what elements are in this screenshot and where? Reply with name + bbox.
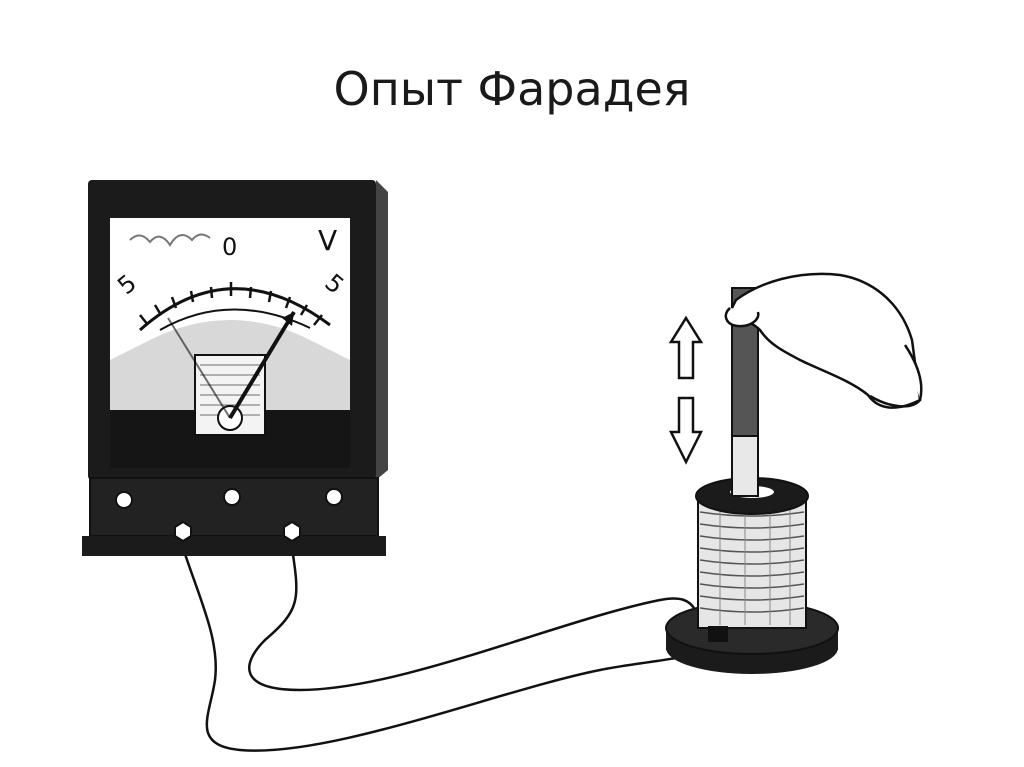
arrow-down-icon [668,396,704,465]
screw-left [115,491,133,509]
screw-center [223,488,241,506]
hand [724,272,923,409]
coil [665,477,839,674]
arrow-up-icon [668,315,704,380]
screw-right [325,488,343,506]
voltmeter: 5 0 5 V [82,180,388,556]
voltmeter-needle [228,310,296,420]
connecting-wires [181,547,711,752]
wire-left [181,547,711,752]
unit-label: V [318,224,337,257]
scale-label-zero: 0 [222,233,237,261]
wire-right [248,547,697,692]
terminal-left [174,520,192,543]
terminal-right [283,520,301,543]
slide-title: Опыт Фарадея [333,62,691,116]
